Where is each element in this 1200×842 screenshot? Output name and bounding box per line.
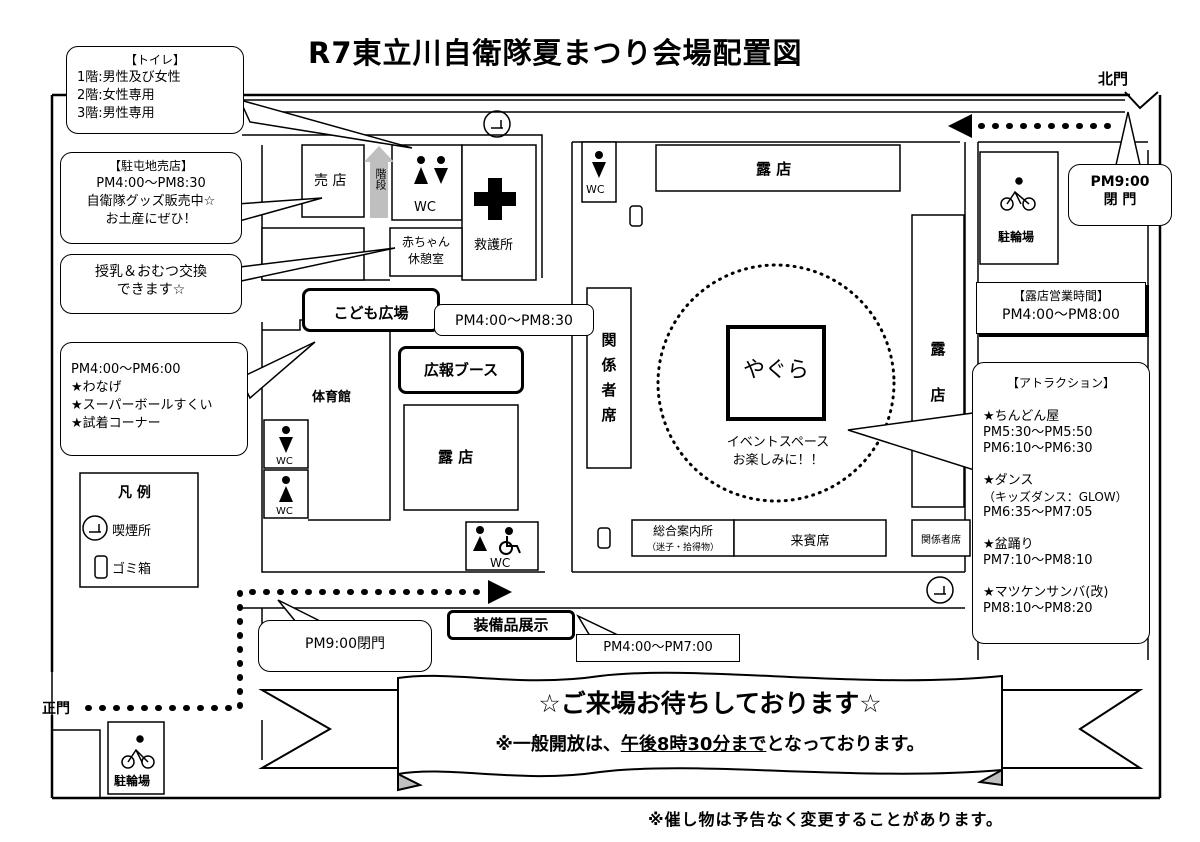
legend-title: 凡 例 xyxy=(118,485,151,501)
attractions-callout: 【アトラクション】 ★ちんどん屋 PM5:30～PM5:50 PM6:10～PM… xyxy=(972,362,1150,644)
staff-seats-vertical-label: 関 係 者 席 xyxy=(601,331,617,424)
shop-info-line: 自衛隊グッズ販売中☆ xyxy=(86,194,216,209)
attraction-name: ★ダンス xyxy=(983,473,1034,488)
legend-trash-label: ゴミ箱 xyxy=(112,562,152,577)
footer-note: ※催し物は予告なく変更することがあります。 xyxy=(648,810,1003,829)
guest-seats-label: 来賓席 xyxy=(790,534,830,549)
attraction-time: PM7:10～PM8:10 xyxy=(983,553,1093,568)
attraction-time: PM5:30～PM5:50 xyxy=(983,425,1093,440)
toilet-info-header: 【トイレ】 xyxy=(124,53,185,67)
banner-ribbon xyxy=(258,671,1144,792)
yagura-label: やぐら xyxy=(742,358,809,383)
banner-welcome-text: ☆ご来場お待ちしております☆ xyxy=(538,689,882,718)
stall-hours-box: 【露店営業時間】 PM4:00～PM8:00 xyxy=(976,282,1146,334)
north-gate-label: 北門 xyxy=(1098,70,1129,88)
shop-info-line: PM4:00～PM8:30 xyxy=(96,176,206,191)
north-gate-mark xyxy=(1124,91,1159,110)
bike-parking-label: 駐輪場 xyxy=(998,230,1035,244)
gym-events-line: ★試着コーナー xyxy=(71,416,161,431)
toilet-icons xyxy=(279,151,606,551)
nursing-info-callout: 授乳＆おむつ交換 できます☆ xyxy=(60,254,242,314)
callout-pointers xyxy=(221,98,1141,637)
banner-notice-prefix: ※一般開放は、 xyxy=(495,734,621,755)
gym-events-callout: PM4:00～PM6:00 ★わなげ ★スーパーボールすくい ★試着コーナー xyxy=(60,342,248,456)
wheelchair-icon xyxy=(499,527,521,555)
yagura-tower xyxy=(726,325,826,421)
stairs-arrow xyxy=(364,146,394,218)
bicycle-icon xyxy=(121,177,1036,769)
toilet-info-callout: 【トイレ】 1階:男性及び女性 2階:女性専用 3階:男性専用 xyxy=(66,46,244,134)
wc-label: WC xyxy=(414,200,436,215)
banner-notice-suffix: となっております。 xyxy=(766,734,925,755)
info-center-label: 総合案内所 xyxy=(652,524,713,538)
attraction-time: PM6:35～PM7:05 xyxy=(983,505,1093,520)
stall-label: 露 店 xyxy=(438,448,474,466)
gym-events-line: PM4:00～PM6:00 xyxy=(71,362,181,377)
wc-label: WC xyxy=(276,456,293,467)
smoking-area-icon xyxy=(82,110,954,604)
first-aid-cross-icon xyxy=(474,178,516,220)
attraction-name: ★盆踊り xyxy=(983,537,1034,552)
nursing-info-line: できます☆ xyxy=(116,282,186,298)
attraction-time: PM8:10～PM8:20 xyxy=(983,601,1093,616)
legend-smoking-label: 喫煙所 xyxy=(112,524,152,539)
banner-notice-text: ※一般開放は、午後8時30分までとなっております。 xyxy=(420,730,1000,756)
wc-label: WC xyxy=(586,183,605,196)
kids-plaza-time: PM4:00～PM8:30 xyxy=(434,304,594,336)
gym-events-line: ★わなげ xyxy=(71,380,122,395)
attraction-time: （キッズダンス：GLOW） xyxy=(983,490,1128,504)
bike-parking-label: 駐輪場 xyxy=(114,774,151,788)
attraction-name: ★ちんどん屋 xyxy=(983,409,1060,424)
baby-room-label: 赤ちゃん 休憩室 xyxy=(401,235,450,266)
stall-hours-time: PM4:00～PM8:00 xyxy=(1002,307,1120,323)
attraction-time: PM6:10～PM6:30 xyxy=(983,441,1093,456)
wc-label: WC xyxy=(490,556,511,570)
north-route-arrow xyxy=(948,114,1111,138)
main-gate-label: 正門 xyxy=(42,701,70,717)
first-aid-label: 救護所 xyxy=(474,238,514,253)
page-title: R7東立川自衛隊夏まつり会場配置図 xyxy=(308,36,803,70)
stall-vertical-label: 露 店 xyxy=(930,340,946,404)
north-gate-close-callout: PM9:00 閉 門 xyxy=(1068,164,1172,226)
toilet-info-line: 2階:女性専用 xyxy=(77,88,155,103)
banner-notice-highlight: 午後8時30分まで xyxy=(620,734,767,755)
event-space-circle xyxy=(656,263,896,503)
kids-plaza-label: こども広場 xyxy=(302,288,440,332)
stall-hours-header: 【露店営業時間】 xyxy=(1012,289,1109,303)
attraction-name: ★マツケンサンバ(改) xyxy=(983,585,1109,600)
shop-info-line: お土産にぜひ！ xyxy=(105,212,197,227)
stairs-label: 階段 xyxy=(374,168,387,190)
gym-label: 体育館 xyxy=(312,390,352,405)
nursing-info-line: 授乳＆おむつ交換 xyxy=(95,264,207,280)
attractions-header: 【アトラクション】 xyxy=(1006,376,1115,390)
trash-can-icon xyxy=(94,205,643,579)
wc-label: WC xyxy=(276,506,293,517)
info-center-sub-label: （迷子・拾得物） xyxy=(646,543,719,553)
shop-label: 売 店 xyxy=(314,173,347,189)
shop-info-header: 【駐屯地売店】 xyxy=(108,159,193,173)
main-route-arrow xyxy=(85,580,512,711)
staff-seats-label: 関係者席 xyxy=(921,535,961,546)
stall-label: 露 店 xyxy=(756,160,792,178)
equipment-display-label: 装備品展示 xyxy=(447,610,575,640)
pr-booth-label: 広報ブース xyxy=(398,346,524,394)
equipment-display-time: PM4:00～PM7:00 xyxy=(576,634,740,662)
event-space-label: イベントスペース お楽しみに！！ xyxy=(726,435,830,468)
main-gate-close-callout: PM9:00閉門 xyxy=(258,620,432,672)
gym-events-line: ★スーパーボールすくい xyxy=(71,398,213,413)
toilet-info-line: 1階:男性及び女性 xyxy=(77,70,181,85)
shop-info-callout: 【駐屯地売店】 PM4:00～PM8:30 自衛隊グッズ販売中☆ お土産にぜひ！ xyxy=(60,152,242,244)
toilet-info-line: 3階:男性専用 xyxy=(77,106,155,121)
